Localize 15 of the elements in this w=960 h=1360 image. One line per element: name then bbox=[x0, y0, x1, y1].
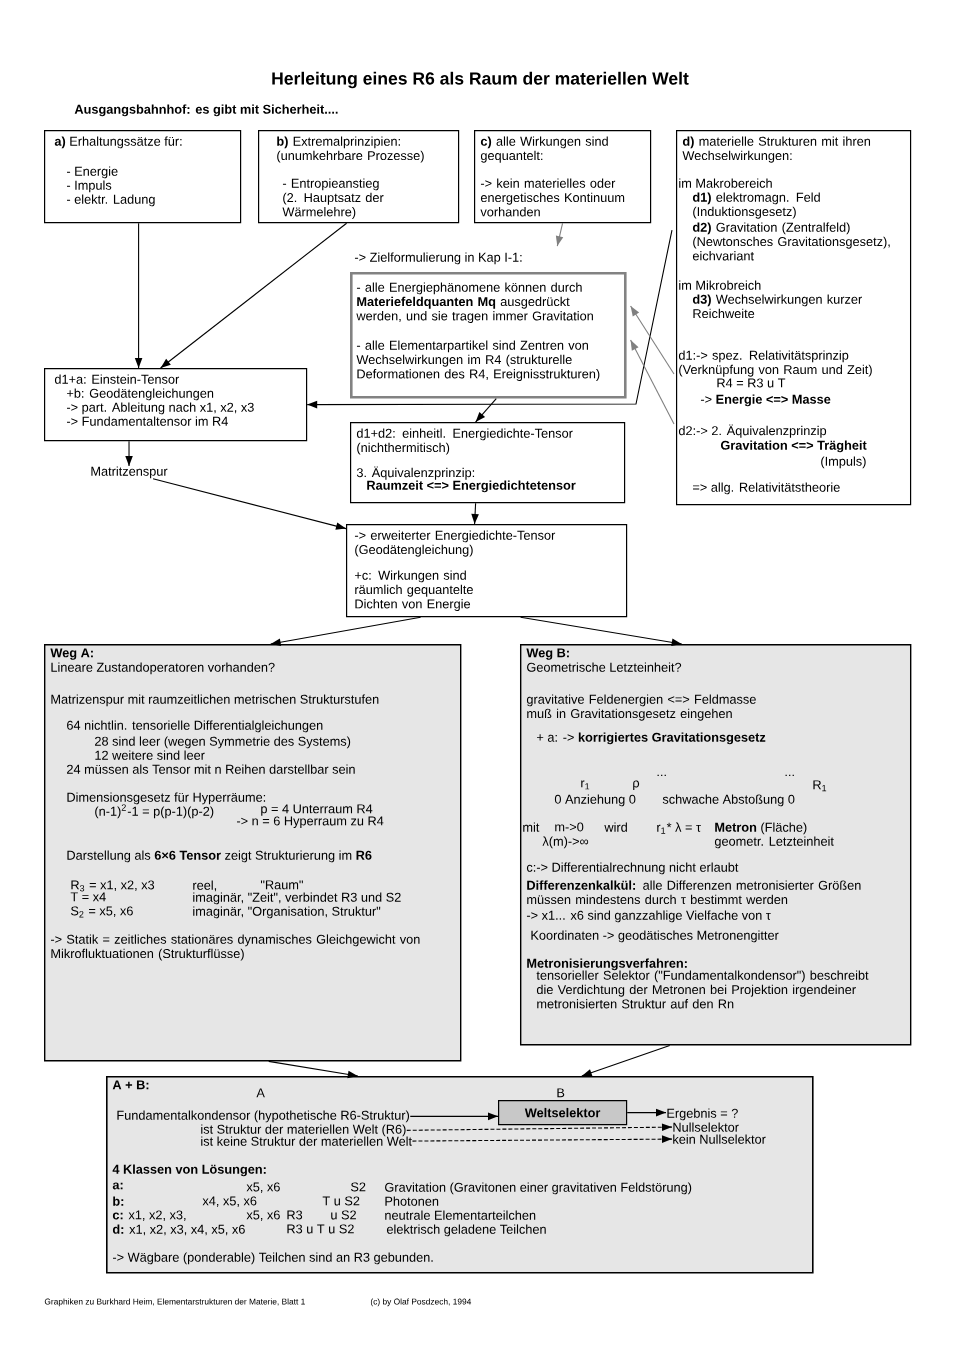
arrow bbox=[409, 1112, 499, 1121]
arrow bbox=[152, 478, 347, 530]
arrow bbox=[160, 222, 348, 369]
arrow bbox=[306, 229, 673, 409]
title: Herleitung eines R6 als Raum der materiellen Welt bbox=[272, 71, 689, 89]
arrow bbox=[630, 305, 675, 375]
arrow bbox=[555, 222, 564, 247]
arrow bbox=[471, 502, 479, 525]
arrow bbox=[125, 440, 133, 467]
arrow bbox=[134, 222, 143, 369]
arrow bbox=[630, 339, 675, 425]
arrow bbox=[406, 1123, 673, 1131]
arrow bbox=[626, 1108, 667, 1117]
arrow bbox=[475, 398, 497, 423]
arrow bbox=[411, 1135, 673, 1143]
